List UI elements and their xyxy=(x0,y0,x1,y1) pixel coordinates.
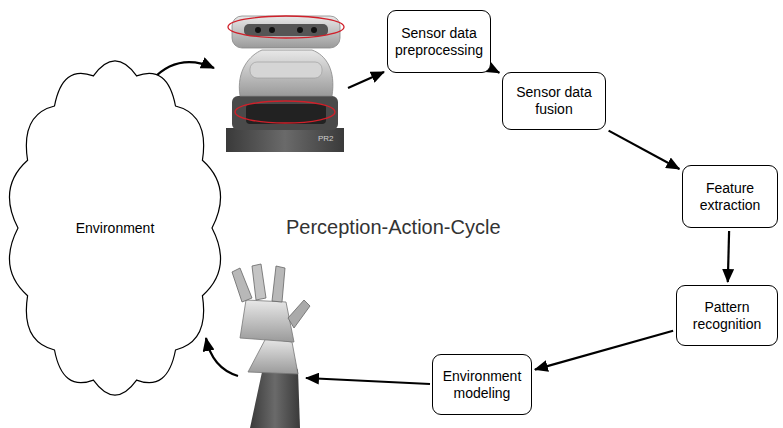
process-box: Environment modeling xyxy=(432,354,532,415)
flow-arrow xyxy=(535,331,673,370)
robot-camera-bar xyxy=(244,24,328,36)
box-label: Sensor data preprocessing xyxy=(393,25,485,59)
flow-arrow xyxy=(609,131,680,169)
process-box: Feature extraction xyxy=(682,165,778,228)
robot-palm xyxy=(240,300,294,342)
robot-model-label: PR2 xyxy=(318,134,334,143)
flow-arrow xyxy=(728,231,729,282)
box-label: Pattern recognition xyxy=(682,299,772,333)
highlight-ring xyxy=(228,16,344,38)
process-box: Sensor data fusion xyxy=(502,72,606,130)
camera-lens xyxy=(269,27,275,33)
robot-neck-joint xyxy=(250,62,322,78)
flow-arrow xyxy=(306,378,430,384)
box-label: Feature extraction xyxy=(688,180,772,214)
robot-base xyxy=(226,128,344,152)
environment-cloud: Environment xyxy=(4,58,226,398)
flow-arrow xyxy=(348,72,384,88)
robot-head xyxy=(232,16,340,48)
robot-thumb xyxy=(288,300,310,328)
robot-torso xyxy=(232,96,338,130)
cycle-title: Perception-Action-Cycle xyxy=(286,216,501,239)
highlight-ring xyxy=(235,101,335,123)
box-label: Sensor data fusion xyxy=(508,84,600,118)
robot-neck xyxy=(239,50,333,96)
process-box: Pattern recognition xyxy=(676,285,778,346)
robot-wrist xyxy=(248,338,298,374)
camera-lens xyxy=(311,27,317,33)
box-label: Environment modeling xyxy=(438,368,526,402)
cloud-shape xyxy=(9,61,220,395)
flow-arrow xyxy=(494,70,500,73)
robot-finger xyxy=(232,268,252,302)
robot-finger xyxy=(272,266,285,302)
camera-lens xyxy=(297,27,303,33)
process-box: Sensor data preprocessing xyxy=(387,10,491,73)
robot-finger xyxy=(252,264,266,300)
cloud-label: Environment xyxy=(76,220,155,237)
camera-lens xyxy=(255,27,261,33)
robot-head-illustration xyxy=(226,16,344,152)
robot-hand-illustration xyxy=(232,264,310,428)
flow-arrow xyxy=(206,338,238,376)
